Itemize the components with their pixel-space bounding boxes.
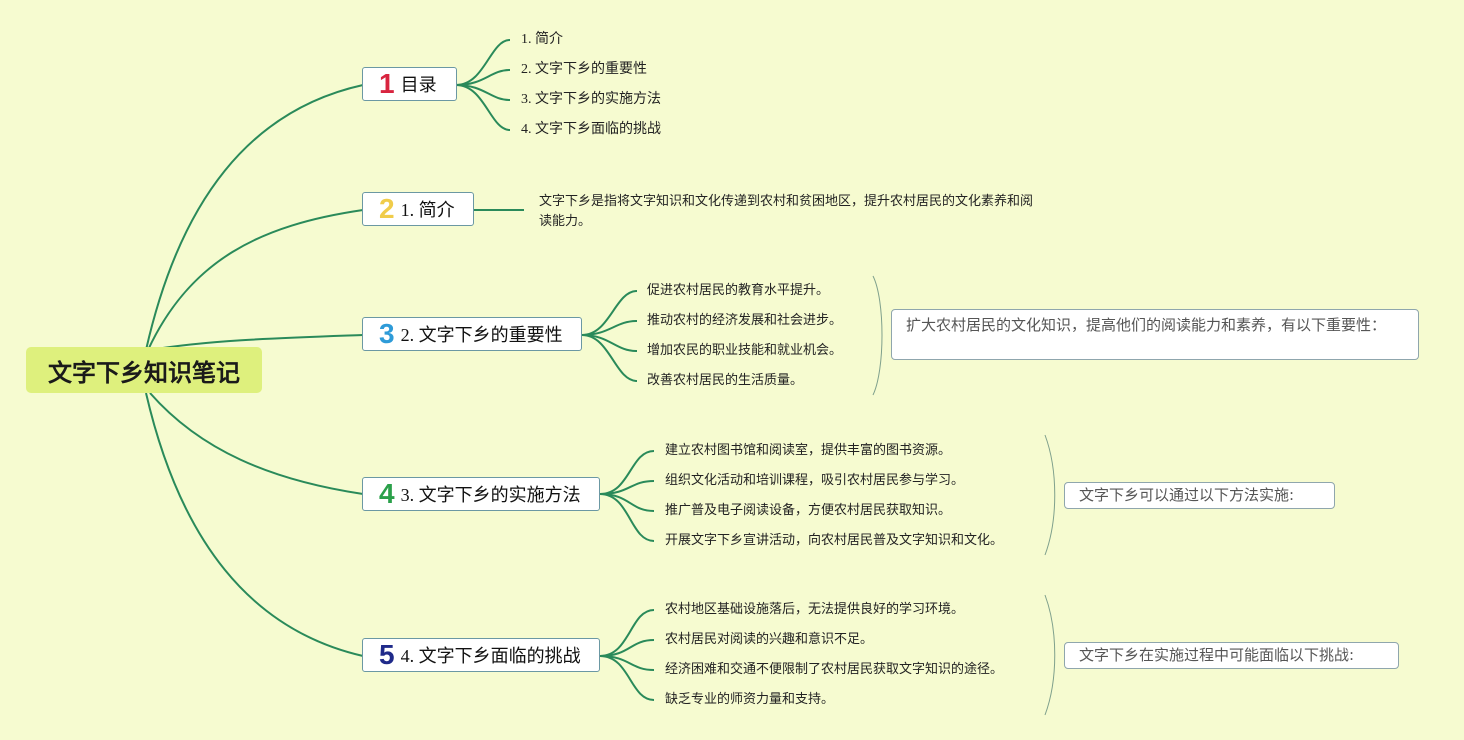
topic-label: 2. 文字下乡的重要性 [400, 325, 563, 345]
connector-root-topic4 [149, 392, 364, 495]
topic-label: 1. 简介 [400, 200, 455, 220]
connector-root-topic3 [149, 334, 364, 351]
summary-bracket-topic3 [872, 275, 883, 396]
connector-root-topic2 [147, 209, 364, 351]
topic-methods[interactable]: 4 3. 文字下乡的实施方法 [362, 477, 600, 511]
summary-bracket-topic4 [1044, 434, 1056, 556]
connector-topic3-children [581, 290, 638, 382]
list-item[interactable]: 组织文化活动和培训课程，吸引农村居民参与学习。 [665, 473, 965, 488]
topic-importance[interactable]: 3 2. 文字下乡的重要性 [362, 317, 582, 351]
topic-introduction[interactable]: 2 1. 简介 [362, 192, 474, 226]
list-item[interactable]: 开展文字下乡宣讲活动，向农村居民普及文字知识和文化。 [665, 533, 1004, 548]
list-item[interactable]: 推广普及电子阅读设备，方便农村居民获取知识。 [665, 503, 952, 518]
introduction-text[interactable]: 文字下乡是指将文字知识和文化传递到农村和贫困地区，提升农村居民的文化素养和阅读能… [539, 194, 1034, 229]
list-item[interactable]: 推动农村的经济发展和社会进步。 [647, 313, 843, 328]
connector-topic5-children [599, 609, 655, 701]
list-item[interactable]: 1. 简介 [521, 32, 563, 47]
number-3-icon: 3 [379, 318, 395, 349]
list-item[interactable]: 建立农村图书馆和阅读室，提供丰富的图书资源。 [665, 443, 952, 458]
summary-importance[interactable]: 扩大农村居民的文化知识，提高他们的阅读能力和素养，有以下重要性： [891, 309, 1419, 360]
list-item[interactable]: 经济困难和交通不便限制了农村居民获取文字知识的途径。 [665, 662, 1004, 677]
list-item[interactable]: 2. 文字下乡的重要性 [521, 62, 647, 77]
summary-methods[interactable]: 文字下乡可以通过以下方法实施: [1064, 482, 1335, 509]
number-2-icon: 2 [379, 193, 395, 224]
number-1-icon: 1 [379, 68, 395, 99]
list-item[interactable]: 3. 文字下乡的实施方法 [521, 92, 661, 107]
list-item[interactable]: 促进农村居民的教育水平提升。 [647, 283, 830, 298]
connector-topic4-children [599, 450, 655, 542]
topic-challenges[interactable]: 5 4. 文字下乡面临的挑战 [362, 638, 600, 672]
list-item[interactable]: 4. 文字下乡面临的挑战 [521, 122, 661, 137]
topic-label: 3. 文字下乡的实施方法 [400, 485, 581, 505]
topic-label: 目录 [400, 75, 437, 95]
connector-root-topic5 [145, 392, 364, 657]
number-4-icon: 4 [379, 478, 395, 509]
connector-root-topic1 [145, 84, 364, 351]
root-topic[interactable]: 文字下乡知识笔记 [26, 347, 262, 393]
list-item[interactable]: 农村居民对阅读的兴趣和意识不足。 [665, 632, 874, 647]
list-item[interactable]: 增加农民的职业技能和就业机会。 [647, 343, 843, 358]
summary-bracket-topic5 [1044, 594, 1056, 716]
number-5-icon: 5 [379, 639, 395, 670]
summary-challenges[interactable]: 文字下乡在实施过程中可能面临以下挑战: [1064, 642, 1399, 669]
list-item[interactable]: 改善农村居民的生活质量。 [647, 373, 804, 388]
topic-contents[interactable]: 1 目录 [362, 67, 457, 101]
connector-topic1-children [455, 39, 511, 131]
list-item[interactable]: 缺乏专业的师资力量和支持。 [665, 692, 835, 707]
list-item[interactable]: 农村地区基础设施落后，无法提供良好的学习环境。 [665, 602, 965, 617]
topic-label: 4. 文字下乡面临的挑战 [400, 646, 581, 666]
